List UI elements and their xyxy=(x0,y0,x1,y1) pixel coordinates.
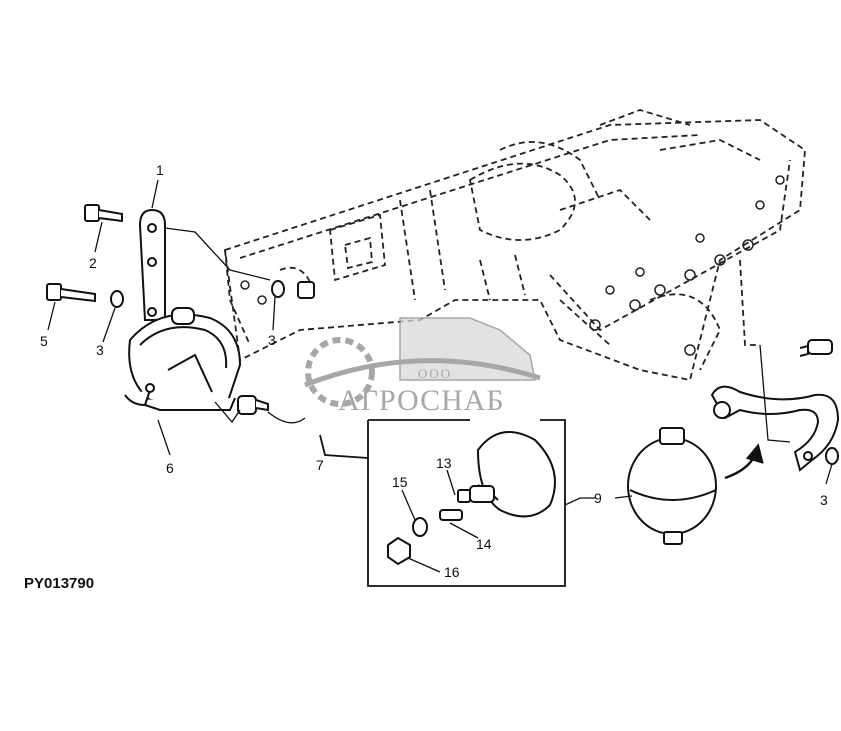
callout-3-a: 3 xyxy=(268,332,276,348)
callout-7: 7 xyxy=(316,457,324,473)
callout-16: 16 xyxy=(444,564,460,580)
bolts-left xyxy=(46,204,315,415)
callout-13: 13 xyxy=(436,455,452,471)
figure-code: PY013790 xyxy=(24,575,94,592)
watermark-line2: АГРОСНАБ xyxy=(338,384,505,417)
callouts: 1 2 3 5 3 6 3 7 13 15 14 16 9 3 xyxy=(40,162,828,580)
detail-box xyxy=(319,419,566,587)
watermark-line1: ООО xyxy=(418,366,452,381)
leader-lines-detail xyxy=(401,469,595,573)
accumulator-sphere-detail xyxy=(387,431,556,566)
leader-lines-right xyxy=(614,344,833,499)
callout-3-b: 3 xyxy=(96,342,104,358)
callout-14: 14 xyxy=(476,536,492,552)
leader-lines-left xyxy=(47,179,306,456)
callout-1: 1 xyxy=(156,162,164,178)
callout-3-d: 3 xyxy=(820,492,828,508)
mounting-bracket xyxy=(138,208,166,321)
callout-2: 2 xyxy=(89,255,97,271)
callout-6: 6 xyxy=(166,460,174,476)
agrosnab-watermark-logo: ООО АГРОСНАБ xyxy=(304,317,541,417)
callout-9: 9 xyxy=(594,490,602,506)
callout-5: 5 xyxy=(40,333,48,349)
mount-arrow-icon xyxy=(724,443,764,480)
clamp-band-right xyxy=(710,339,840,472)
accumulator-sphere xyxy=(627,427,717,545)
frame-holes xyxy=(240,175,785,356)
tractor-frame-phantom xyxy=(224,109,806,382)
callout-15: 15 xyxy=(392,474,408,490)
clamp-band xyxy=(124,307,242,412)
